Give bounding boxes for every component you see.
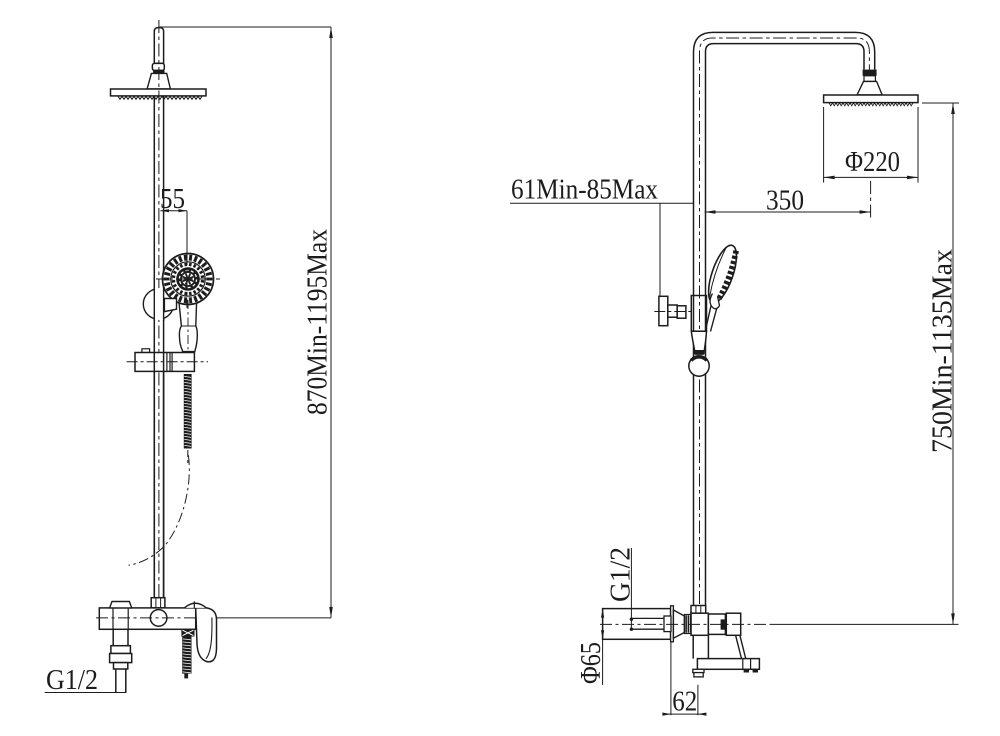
svg-text:350: 350 [766, 186, 804, 217]
svg-text:61Min-85Max: 61Min-85Max [511, 174, 658, 205]
svg-text:870Min-1195Max: 870Min-1195Max [303, 229, 334, 415]
svg-text:750Min-1135Max: 750Min-1135Max [928, 249, 959, 453]
svg-text:62: 62 [672, 687, 697, 718]
svg-text:G1/2: G1/2 [46, 665, 98, 696]
svg-text:Φ65: Φ65 [576, 642, 607, 684]
svg-text:G1/2: G1/2 [606, 547, 637, 602]
svg-text:Φ220: Φ220 [845, 147, 900, 178]
